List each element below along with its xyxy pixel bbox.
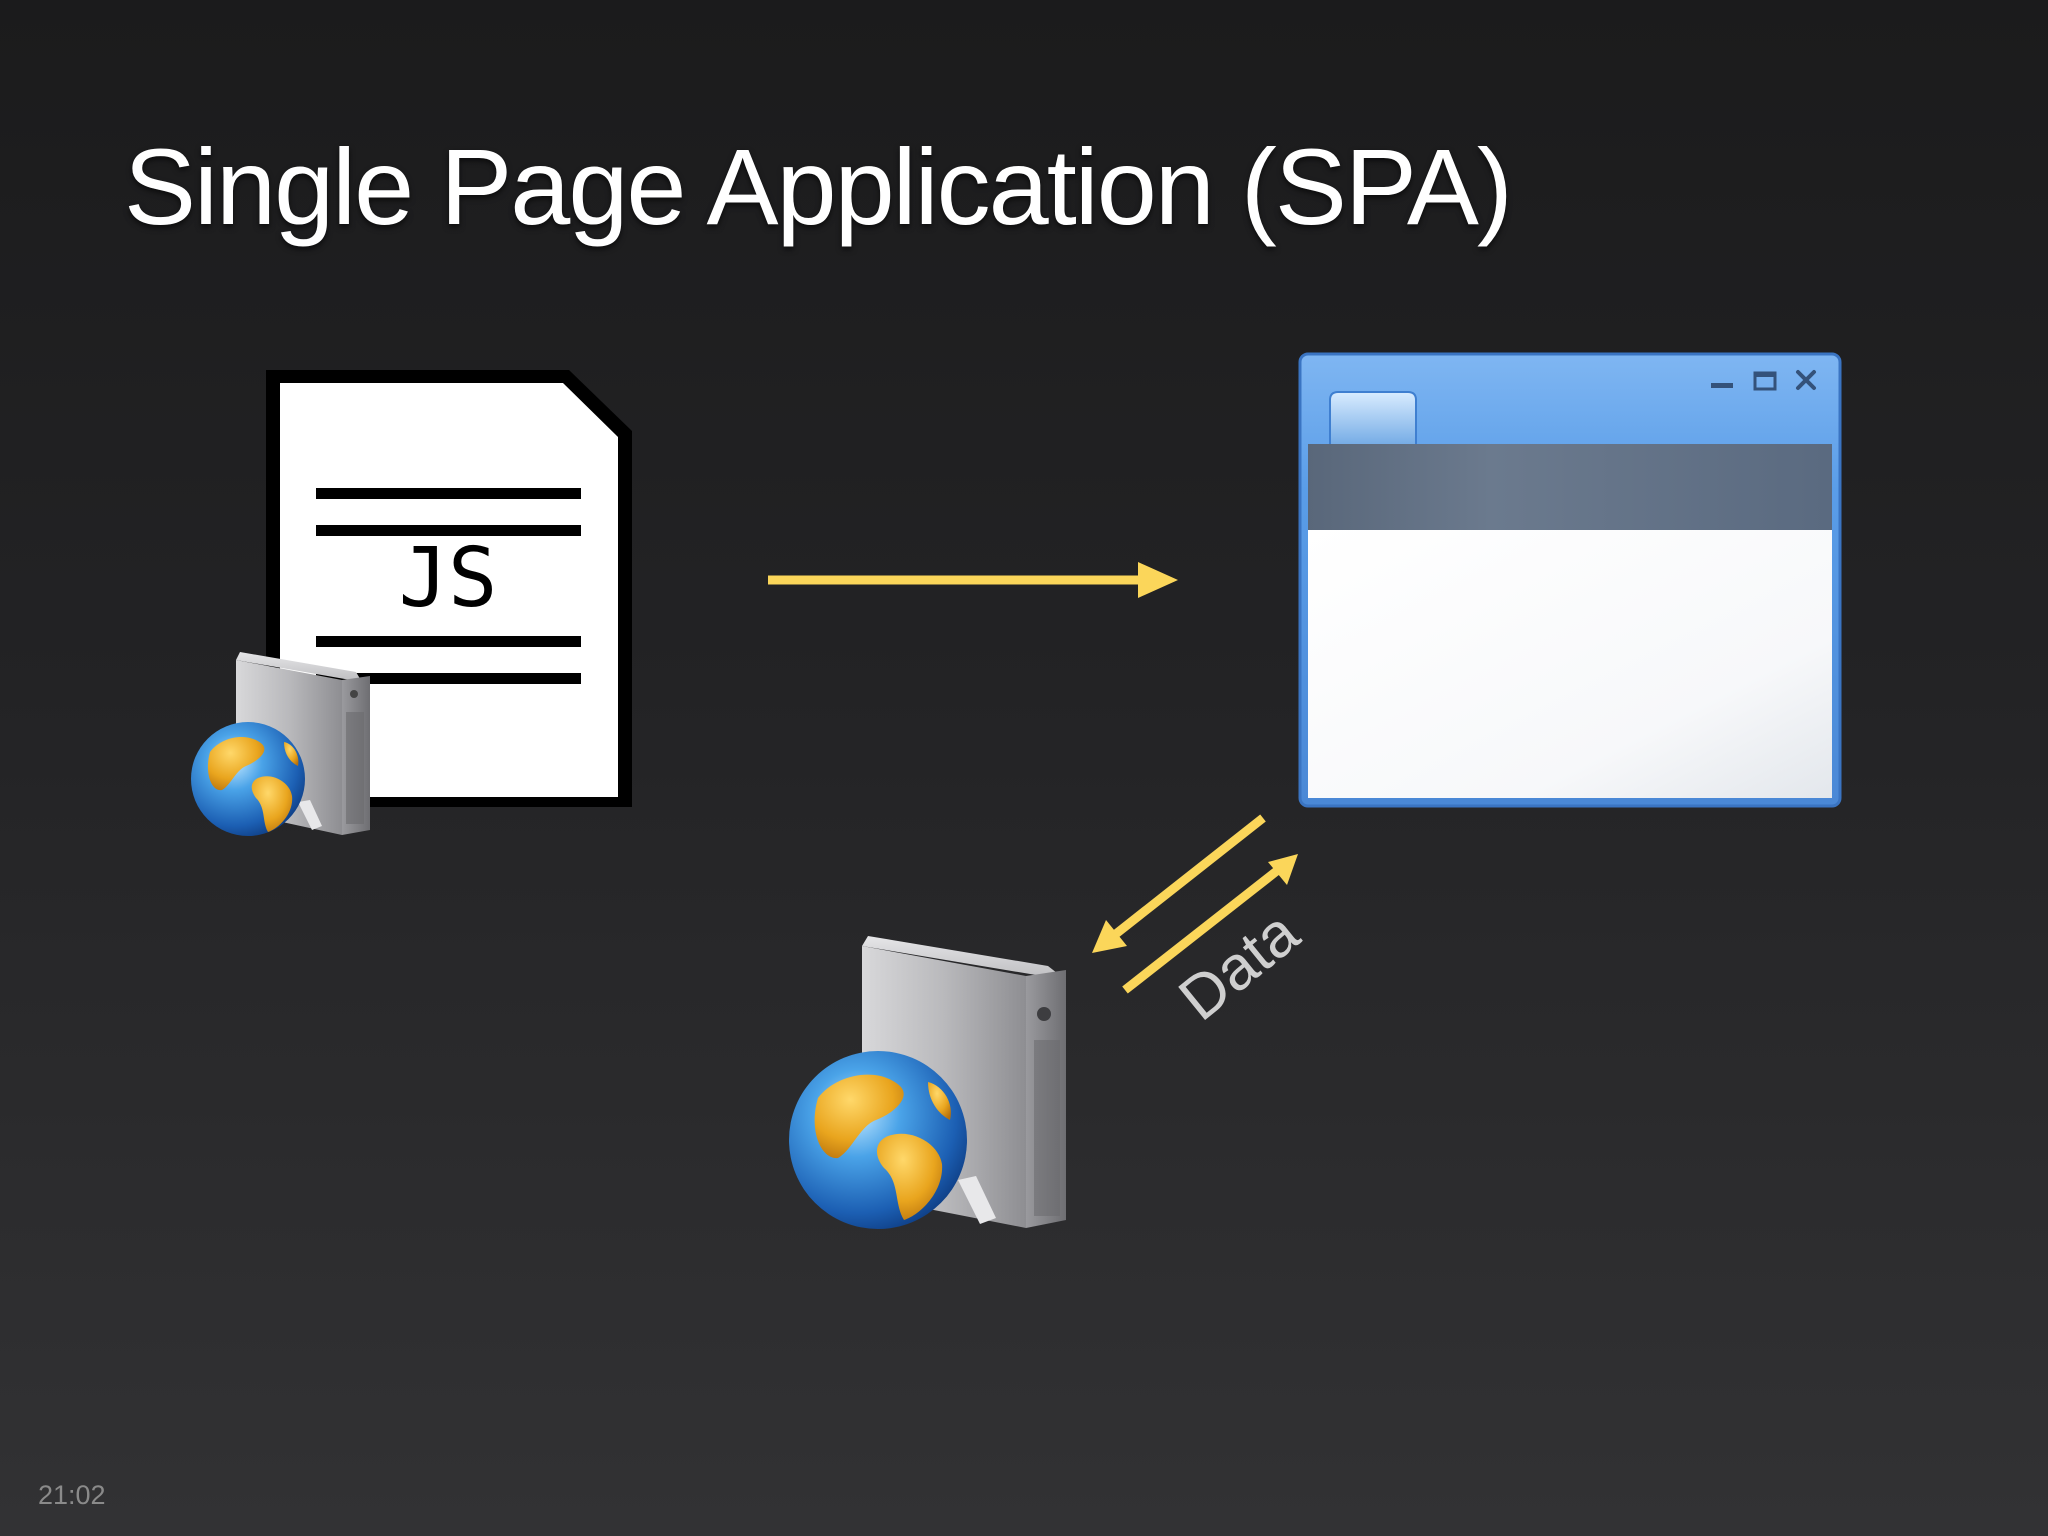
browser-window-icon: [1298, 352, 1842, 808]
js-file-label: JS: [399, 531, 498, 626]
arrow-to-browser: [1122, 854, 1298, 994]
web-server-icon-small: [191, 652, 370, 836]
globe-icon-large: [789, 1051, 967, 1229]
web-server-icon: [789, 936, 1066, 1229]
globe-icon: [191, 722, 305, 836]
window-close-icon: [1796, 370, 1816, 390]
window-maximize-icon: [1753, 371, 1777, 391]
timestamp: 21:02: [38, 1480, 106, 1510]
arrow-bidirectional-icon: [1092, 814, 1298, 994]
arrow-right-icon: [768, 562, 1178, 598]
slide-title: Single Page Application (SPA): [124, 126, 1513, 247]
window-minimize-icon: [1711, 383, 1733, 388]
arrow-to-server: [1092, 814, 1266, 953]
data-label: Data: [1166, 898, 1312, 1034]
